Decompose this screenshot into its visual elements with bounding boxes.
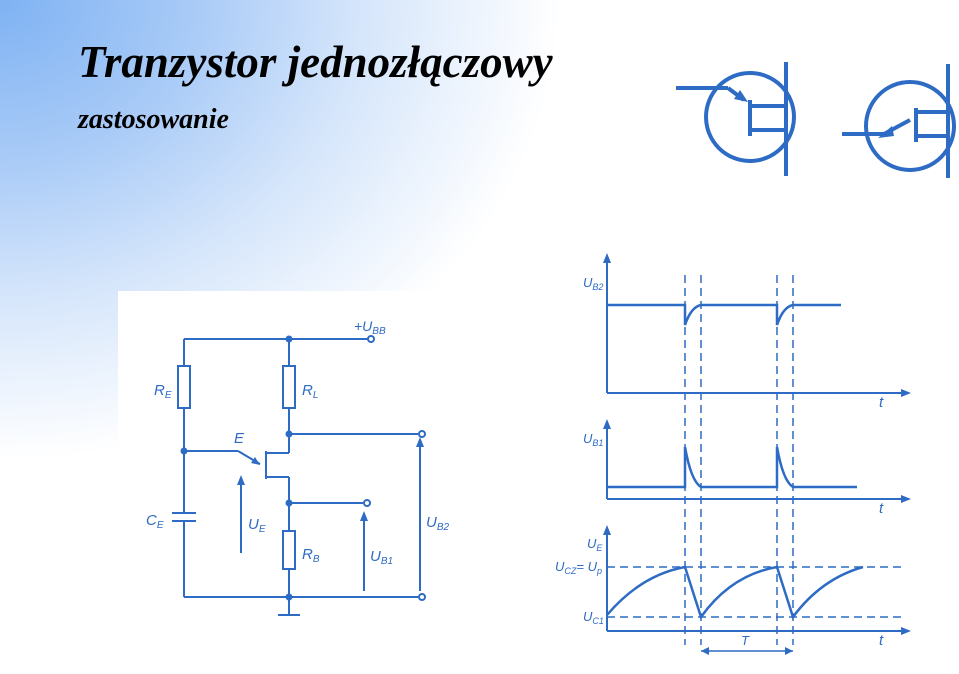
period-arrows (701, 647, 793, 655)
circuit-dots (180, 335, 293, 601)
wave-ub2-label: UB2 (583, 275, 603, 292)
ujt-p-arrow (878, 126, 894, 138)
rb-label: RB (302, 546, 320, 565)
circuit-panel (118, 291, 473, 628)
ujt-oscillator-circuit: +UBB RE RL RB CE E UE UB1 UB2 (146, 318, 450, 616)
circuit-arrowheads (237, 437, 424, 521)
ujt-n-arrow (734, 90, 748, 102)
waveform-traces (606, 303, 864, 620)
slide-subtitle: zastosowanie (78, 104, 229, 135)
slide-title: Tranzystor jednozłączowy (78, 37, 553, 87)
t-axis-label-1: t (879, 394, 884, 411)
re-label: RE (154, 382, 172, 401)
circuit-wires (172, 335, 426, 616)
wave-ue-label: UE (587, 536, 603, 553)
ujt-symbols (676, 62, 956, 178)
supply-label: +UBB (354, 318, 386, 337)
waveform-axes (606, 259, 905, 632)
wave-ub1-label: UB1 (583, 431, 603, 448)
ujt-symbol-p (842, 64, 956, 178)
ce-label: CE (146, 512, 164, 531)
waveform-axis-arrows (603, 253, 911, 635)
ue-label: UE (248, 516, 266, 535)
ujt-symbol-n (676, 62, 796, 176)
rl-label: RL (302, 382, 318, 401)
ub1-label: UB1 (370, 548, 393, 567)
t-axis-label-2: t (879, 500, 884, 517)
period-label: T (741, 633, 750, 648)
ub2-label: UB2 (426, 514, 450, 533)
ujt-waveforms: UB2 UB1 UE UCZ= Up UC1 t t t T (555, 253, 911, 655)
t-axis-label-3: t (879, 632, 884, 649)
wave-up-label: UCZ= Up (555, 559, 602, 576)
waveform-guides (607, 275, 905, 645)
wave-uc1-label: UC1 (583, 609, 604, 626)
emitter-label: E (234, 430, 245, 447)
